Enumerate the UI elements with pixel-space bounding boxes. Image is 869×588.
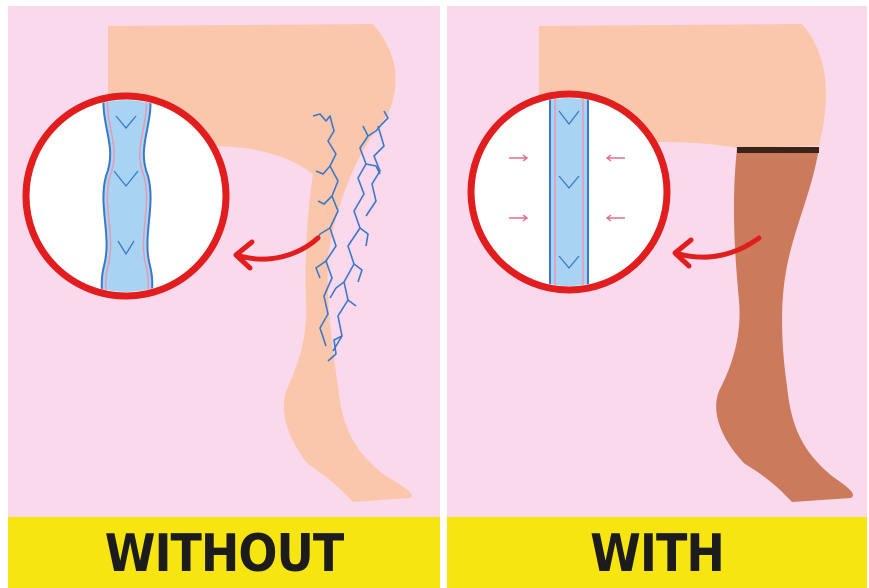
stocking-top-band bbox=[737, 147, 819, 153]
leg-veins-illustration bbox=[8, 6, 440, 517]
panel-with: WITH bbox=[447, 6, 867, 588]
label-with: WITH bbox=[590, 522, 724, 582]
leg-stocking-illustration bbox=[447, 6, 867, 517]
illustration-without bbox=[8, 6, 440, 517]
illustration-with bbox=[447, 6, 867, 517]
panel-without: WITHOUT bbox=[8, 6, 440, 588]
label-bar-with: WITH bbox=[447, 517, 867, 588]
label-bar-without: WITHOUT bbox=[8, 517, 440, 588]
healthy-vein bbox=[550, 91, 588, 301]
label-without: WITHOUT bbox=[105, 522, 344, 582]
swollen-vein bbox=[102, 91, 153, 306]
